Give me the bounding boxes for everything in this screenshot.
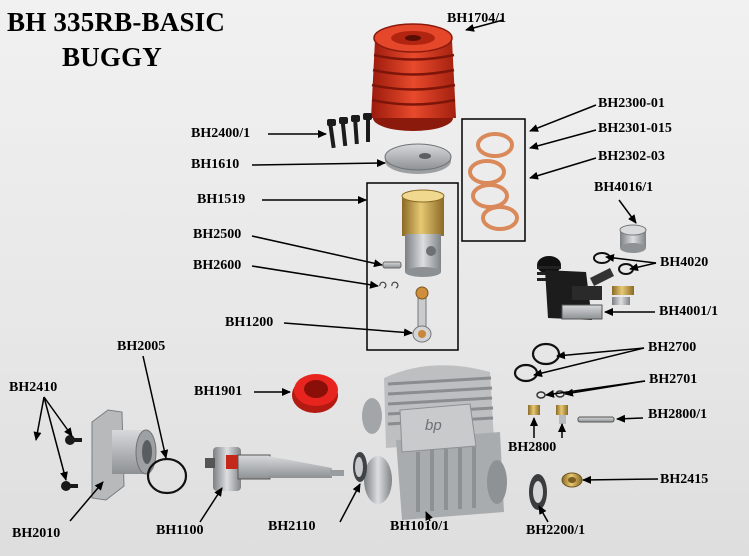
label-bh4020: BH4020	[660, 255, 709, 270]
label-bh1200: BH1200	[225, 315, 274, 330]
label-bh2800: BH2800	[508, 440, 557, 455]
cylinder-head-heatsink	[371, 23, 456, 131]
o-rings	[513, 342, 561, 383]
crankcase: bp	[362, 365, 507, 520]
label-bh2415: BH2415	[660, 472, 709, 487]
label-bh2701: BH2701	[649, 372, 698, 387]
label-bh2400-1: BH2400/1	[191, 126, 251, 141]
piston-group-box	[366, 182, 459, 351]
button-head	[384, 143, 452, 174]
red-air-filter-adapter	[292, 374, 338, 413]
label-bh1704-1: BH1704/1	[447, 11, 507, 26]
label-bh2005: BH2005	[117, 339, 166, 354]
rear-bearing	[529, 474, 547, 510]
label-bh2110: BH2110	[268, 519, 316, 534]
label-bh2410: BH2410	[9, 380, 58, 395]
label-bh2500: BH2500	[193, 227, 242, 242]
label-bh2800-1: BH2800/1	[648, 407, 708, 422]
label-bh2300-01: BH2300-01	[598, 96, 665, 111]
fuel-nipples	[528, 405, 568, 424]
diagram-title-line-1: BH 335RB-BASIC	[7, 7, 226, 37]
label-bh2302-03: BH2302-03	[598, 149, 665, 164]
label-bh1100: BH1100	[156, 523, 204, 538]
label-bh2301-015: BH2301-015	[598, 121, 672, 136]
label-bh2010: BH2010	[12, 526, 61, 541]
gasket-group-box	[461, 118, 526, 242]
label-bh4016-1: BH4016/1	[594, 180, 654, 195]
sleeve-piston	[401, 189, 445, 277]
housing-screws	[61, 435, 82, 491]
diagram-title-line-2: BUGGY	[62, 42, 163, 72]
label-bh1901: BH1901	[194, 384, 243, 399]
label-bh2700: BH2700	[648, 340, 697, 355]
front-bearing	[353, 452, 367, 482]
crankshaft	[205, 447, 344, 491]
label-bh1519: BH1519	[197, 192, 246, 207]
carb-o-rings	[593, 252, 634, 275]
label-bh2200-1: BH2200/1	[526, 523, 586, 538]
wrist-pin	[382, 261, 402, 269]
engine-brand-logo: bp	[425, 417, 442, 434]
connecting-rod	[412, 286, 432, 343]
front-o-ring	[146, 457, 188, 495]
carburetor	[537, 256, 634, 320]
head-screws	[327, 113, 372, 149]
label-bh1010-1: BH1010/1	[390, 519, 450, 534]
bushing-nut	[561, 472, 583, 488]
circlips	[379, 281, 399, 289]
leader-lines	[33, 19, 659, 523]
rear-cover-bushing	[619, 224, 647, 253]
label-bh1610: BH1610	[191, 157, 240, 172]
front-housing	[91, 409, 157, 501]
adjustment-screw	[577, 416, 615, 423]
label-bh2600: BH2600	[193, 258, 242, 273]
head-gaskets	[468, 132, 519, 231]
label-bh4001-1: BH4001/1	[659, 304, 719, 319]
